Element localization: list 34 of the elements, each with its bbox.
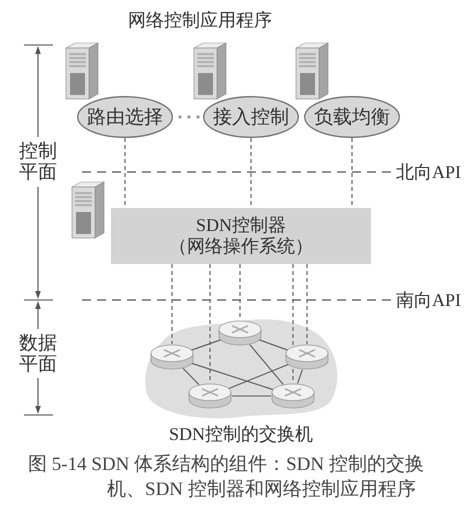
- dashed-connector: [306, 264, 308, 344]
- router-icon: [218, 320, 262, 346]
- app-ellipse: 接入控制: [203, 96, 299, 138]
- side-label: 控制平面: [19, 141, 58, 183]
- dashed-connector: [351, 138, 353, 208]
- connector-line: [258, 339, 288, 351]
- router-icon: [150, 344, 194, 370]
- router-icon: [188, 383, 232, 409]
- router-icon: [271, 383, 315, 409]
- dashed-connector: [292, 264, 294, 383]
- app-ellipse: 负载均衡: [304, 96, 400, 138]
- connector-line: [297, 370, 303, 384]
- api-label: 南向API: [396, 290, 462, 311]
- cloud-caption: SDN控制的交换机: [169, 424, 313, 445]
- figure-caption: 图 5-14 SDN 体系结构的组件：SDN 控制的交换机、SDN 控制器和网络控制应用程序: [28, 453, 425, 502]
- dashed-connector: [209, 264, 211, 383]
- api-label: 北向API: [396, 162, 462, 183]
- side-label: 数据平面: [19, 333, 58, 375]
- controller-box: [111, 208, 371, 264]
- heading: 网络控制应用程序: [128, 10, 272, 31]
- dashed-connector: [124, 138, 126, 208]
- connector-line: [228, 364, 289, 390]
- connector-line: [249, 344, 284, 385]
- dashed-connector: [250, 138, 252, 208]
- connector-line: [232, 395, 271, 397]
- app-ellipse: 路由选择: [77, 96, 173, 138]
- router-icon: [285, 344, 329, 370]
- dashed-connector: [171, 264, 173, 344]
- box-title: SDN控制器: [196, 215, 286, 236]
- connector-line: [182, 368, 200, 386]
- box-subtitle: （网络操作系统）: [169, 236, 313, 257]
- connector-line: [190, 339, 222, 351]
- dashed-connector: [239, 264, 241, 320]
- connector-line: [191, 362, 274, 390]
